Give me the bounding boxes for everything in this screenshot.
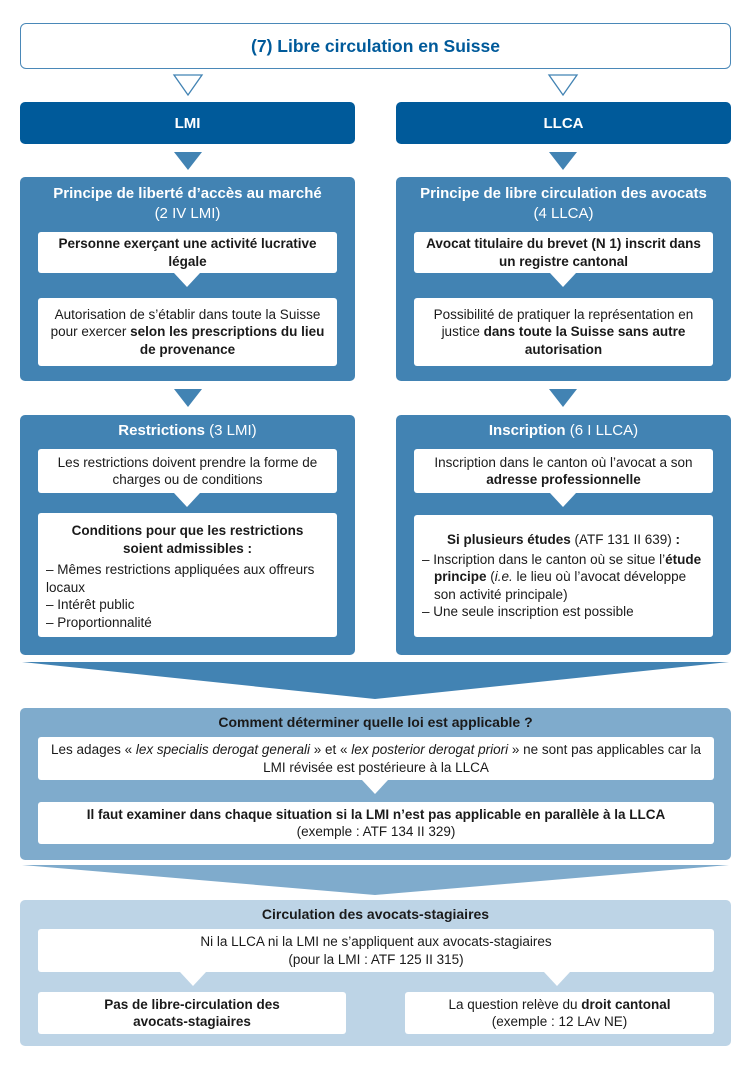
box-ref: (exemple : ATF 134 II 329) xyxy=(296,824,456,839)
colon: : xyxy=(675,532,681,547)
item-text: ( xyxy=(486,569,495,584)
box-text: La question relève du xyxy=(448,996,582,1012)
diagram-title: (7) Libre circulation en Suisse xyxy=(20,23,731,69)
title-text: (7) Libre circulation en Suisse xyxy=(251,35,500,56)
panel-title: Comment déterminer quelle loi est applic… xyxy=(218,714,533,730)
inscription-panel: Inscription (6 I LLCA) Inscription dans … xyxy=(396,415,731,655)
notch xyxy=(550,493,576,507)
list-item: – Proportionnalité xyxy=(46,614,152,630)
box-ref: (pour la LMI : ATF 125 II 315) xyxy=(288,951,464,967)
notch xyxy=(174,493,200,507)
outline-arrow-left xyxy=(172,74,204,97)
adages-box: Les adages « lex specialis derogat gener… xyxy=(38,737,714,780)
box-text: Ni la LLCA ni la LMI ne s’appliquent aux… xyxy=(200,934,552,949)
box-text-bold: selon les prescriptions du lieu de prove… xyxy=(130,324,325,357)
item-text: – Inscription dans le canton où se situe… xyxy=(422,551,666,567)
cantonal-law-box: La question relève du droit cantonal (exe… xyxy=(405,992,714,1034)
principle-box-1: Personne exerçant une activité lucrative… xyxy=(38,232,337,273)
merge-chevron xyxy=(22,662,729,699)
notch xyxy=(550,273,576,287)
box-text: Inscription dans le canton où l’avocat a… xyxy=(434,454,693,470)
outline-arrow-right xyxy=(547,74,579,97)
panel-title: Restrictions xyxy=(118,422,205,439)
stagiaires-panel: Circulation des avocats-stagiaires Ni la… xyxy=(20,900,731,1046)
box-text: Possibilité de pratiquer la représentati… xyxy=(433,306,694,340)
box-ref: (exemple : 12 LAv NE) xyxy=(491,1014,628,1029)
law-llca-label: LLCA xyxy=(543,114,584,132)
principle-box-2: Autorisation de s’établir dans toute la … xyxy=(38,298,337,366)
llca-principle-panel: Principe de libre circulation des avocat… xyxy=(396,177,731,381)
law-llca-header: LLCA xyxy=(396,102,731,144)
panel-title: Circulation des avocats-stagiaires xyxy=(261,906,490,922)
arrow-down xyxy=(174,152,202,170)
list-item: – Intérêt public xyxy=(46,597,135,612)
arrow-down xyxy=(174,389,202,407)
restrictions-box-2: Conditions pour que les restrictions soi… xyxy=(38,513,337,637)
box-text-bold: droit cantonal xyxy=(581,996,671,1012)
box-ref: (ATF 131 II 639) xyxy=(570,532,676,547)
panel-ref: (3 LMI) xyxy=(205,422,257,439)
inscription-box-2: Si plusieurs études (ATF 131 II 639) : –… xyxy=(414,515,713,637)
list-item: – Inscription dans le canton où se situe… xyxy=(422,551,703,604)
restrictions-box-1: Les restrictions doivent prendre la form… xyxy=(38,449,337,493)
box-text: Avocat titulaire du brevet (N 1) inscrit… xyxy=(426,236,701,269)
adage-2: lex posterior derogat priori xyxy=(351,742,509,757)
item-bold: étude principe xyxy=(434,551,702,585)
no-free-circulation-box: Pas de libre-circulation des avocats-sta… xyxy=(38,992,346,1034)
notch xyxy=(362,780,388,794)
restrictions-panel: Restrictions (3 LMI) Les restrictions do… xyxy=(20,415,355,655)
law-lmi-label: LMI xyxy=(174,114,201,132)
panel-ref: (2 IV LMI) xyxy=(154,205,221,222)
item-italic: i.e. xyxy=(494,569,513,584)
arrow-down xyxy=(549,389,577,407)
item-text: le lieu où l’avocat développe son activi… xyxy=(434,569,687,602)
examine-box: Il faut examiner dans chaque situation s… xyxy=(38,802,714,844)
law-lmi-header: LMI xyxy=(20,102,355,144)
box-text: Personne exerçant une activité lucrative… xyxy=(58,236,317,269)
list-item: – Mêmes restrictions appliquées aux offr… xyxy=(46,562,315,595)
box-text: Pas de libre-circulation des avocats-sta… xyxy=(104,996,280,1030)
stagiaires-box: Ni la LLCA ni la LMI ne s’appliquent aux… xyxy=(38,929,714,972)
box-text-bold: Il faut examiner dans chaque situation s… xyxy=(86,806,666,822)
box-text: Autorisation de s’établir dans toute la … xyxy=(50,306,321,340)
panel-title: Principe de libre circulation des avocat… xyxy=(420,185,707,202)
notch xyxy=(180,972,206,986)
notch xyxy=(174,273,200,287)
adage-1: lex specialis derogat generali xyxy=(135,742,310,757)
panel-title: Inscription xyxy=(488,422,566,439)
principle-box-2: Possibilité de pratiquer la représentati… xyxy=(414,298,713,366)
box-text: » ne sont pas applicables car la LMI rév… xyxy=(263,742,701,775)
panel-ref: (4 LLCA) xyxy=(533,205,594,222)
conditions-title: Conditions pour que les restrictions soi… xyxy=(71,523,304,556)
applicable-law-panel: Comment déterminer quelle loi est applic… xyxy=(20,708,731,860)
box-text: Les restrictions doivent prendre la form… xyxy=(57,454,318,488)
arrow-down xyxy=(549,152,577,170)
box-text: » et « xyxy=(309,742,352,757)
box-text-bold: dans toute la Suisse sans autre autorisa… xyxy=(483,324,686,357)
notch xyxy=(544,972,570,986)
panel-title: Principe de liberté d’accès au marché xyxy=(53,185,322,202)
box-text-bold: adresse professionnelle xyxy=(486,472,641,487)
box-title: Si plusieurs études xyxy=(446,532,571,547)
list-item: – Une seule inscription est possible xyxy=(422,604,634,619)
box-text: Les adages « xyxy=(51,742,136,757)
inscription-box-1: Inscription dans le canton où l’avocat a… xyxy=(414,449,713,493)
merge-chevron xyxy=(22,865,729,895)
lmi-principle-panel: Principe de liberté d’accès au marché (2 … xyxy=(20,177,355,381)
panel-ref: (6 I LLCA) xyxy=(565,422,639,439)
principle-box-1: Avocat titulaire du brevet (N 1) inscrit… xyxy=(414,232,713,273)
